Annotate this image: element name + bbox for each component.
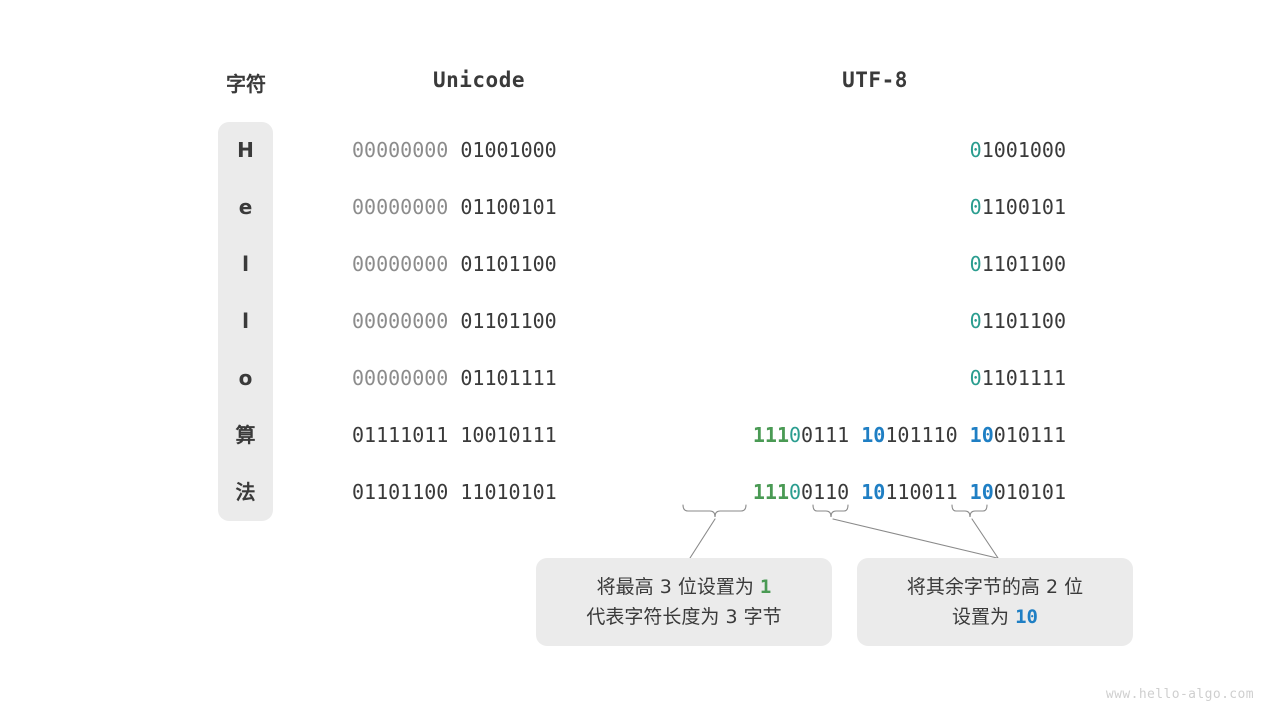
callout-text-blue: 10: [1015, 606, 1038, 628]
utf8-bits: 01101100: [970, 307, 1066, 335]
unicode-bits: 00000000 01001000: [352, 136, 557, 164]
utf8-bits: 01001000: [970, 136, 1066, 164]
callout-line: 将最高 3 位设置为 1: [597, 572, 772, 602]
bit-group-plain: 01101100: [352, 480, 449, 504]
bit-group-plain: 01001000: [460, 138, 557, 162]
bit-group-plain: 1101111: [981, 366, 1066, 390]
callout-continuation-bytes: 将其余字节的高 2 位设置为 10: [857, 558, 1133, 646]
bit-group-plain: 101110: [885, 423, 970, 447]
bit-group-plain: 01101111: [460, 366, 557, 390]
bit-group-dim: 00000000: [352, 138, 449, 162]
character-cell: l: [242, 309, 249, 333]
bit-group-plain: 10010111: [460, 423, 557, 447]
character-cell: 算: [235, 423, 256, 447]
unicode-bits: 01111011 10010111: [352, 421, 557, 449]
bit-group-dim: 00000000: [352, 309, 449, 333]
bit-group-teal: 0: [969, 252, 982, 276]
leader-line-to-callout-1: [689, 518, 716, 559]
bit-group-plain: 010101: [993, 480, 1066, 504]
bit-group-teal: 0: [789, 423, 802, 447]
brace-second-byte-prefix: [812, 504, 849, 518]
bit-group-green: 111: [752, 423, 789, 447]
bit-group-blue: 10: [969, 480, 994, 504]
bit-group-plain: [448, 195, 460, 219]
bit-group-teal: 0: [969, 309, 982, 333]
callout-text-plain: 将其余字节的高 2 位: [906, 576, 1084, 598]
utf8-bits: 11100111 10101110 10010111: [753, 421, 1066, 449]
bit-group-plain: 110011: [885, 480, 970, 504]
utf8-bits: 01101100: [970, 250, 1066, 278]
utf8-bits: 11100110 10110011 10010101: [753, 478, 1066, 506]
bit-group-plain: 1101100: [981, 309, 1066, 333]
bit-group-blue: 10: [861, 480, 886, 504]
bit-group-plain: 0110: [801, 480, 862, 504]
character-cell: o: [238, 366, 253, 390]
unicode-bits: 00000000 01101100: [352, 307, 557, 335]
character-cell: 法: [235, 480, 256, 504]
bit-group-plain: 11010101: [460, 480, 557, 504]
bit-group-green: 111: [752, 480, 789, 504]
bit-group-plain: 01101100: [460, 252, 557, 276]
unicode-bits: 00000000 01101111: [352, 364, 557, 392]
bit-group-dim: 00000000: [352, 366, 449, 390]
column-header-utf8: UTF-8: [842, 68, 908, 92]
bit-group-dim: 00000000: [352, 195, 449, 219]
brace-first-byte-prefix: [682, 504, 747, 518]
bit-group-plain: [448, 366, 460, 390]
leader-line-to-callout-2b: [971, 518, 999, 559]
bit-group-plain: 01100101: [460, 195, 557, 219]
bit-group-teal: 0: [969, 138, 982, 162]
bit-group-blue: 10: [861, 423, 886, 447]
character-cell: H: [237, 138, 254, 162]
watermark: www.hello-algo.com: [1105, 687, 1254, 702]
callout-text-green: 1: [759, 576, 772, 598]
bit-group-plain: [448, 252, 460, 276]
callout-first-byte: 将最高 3 位设置为 1 代表字符长度为 3 字节: [536, 558, 832, 646]
callout-line: 代表字符长度为 3 字节: [586, 602, 781, 632]
bit-group-blue: 10: [969, 423, 994, 447]
column-header-character: 字符: [226, 72, 266, 96]
column-header-unicode: Unicode: [432, 68, 525, 92]
bit-group-plain: [448, 480, 460, 504]
bit-group-teal: 0: [969, 366, 982, 390]
unicode-bits: 00000000 01101100: [352, 250, 557, 278]
bit-group-teal: 0: [969, 195, 982, 219]
bit-group-plain: 0111: [801, 423, 862, 447]
character-column-block: [218, 122, 273, 521]
bit-group-plain: [448, 309, 460, 333]
callout-line: 设置为 10: [952, 602, 1038, 632]
utf8-bits: 01100101: [970, 193, 1066, 221]
callout-line: 将其余字节的高 2 位: [907, 572, 1083, 602]
bit-group-plain: 1001000: [981, 138, 1066, 162]
callout-text-plain: 将最高 3 位设置为: [596, 576, 760, 598]
bit-group-teal: 0: [789, 480, 802, 504]
character-cell: l: [242, 252, 249, 276]
bit-group-plain: 01111011: [352, 423, 449, 447]
bit-group-dim: 00000000: [352, 252, 449, 276]
leader-line-to-callout-2a: [832, 518, 998, 559]
callout-text-plain: 设置为: [952, 606, 1016, 628]
bit-group-plain: 010111: [993, 423, 1066, 447]
utf8-bits: 01101111: [970, 364, 1066, 392]
bit-group-plain: 01101100: [460, 309, 557, 333]
character-cell: e: [238, 195, 253, 219]
bit-group-plain: 1101100: [981, 252, 1066, 276]
bit-group-plain: 1100101: [981, 195, 1066, 219]
brace-third-byte-prefix: [951, 504, 988, 518]
bit-group-plain: [448, 423, 460, 447]
callout-text-plain: 代表字符长度为 3 字节: [586, 606, 782, 628]
unicode-bits: 00000000 01100101: [352, 193, 557, 221]
unicode-bits: 01101100 11010101: [352, 478, 557, 506]
bit-group-plain: [448, 138, 460, 162]
